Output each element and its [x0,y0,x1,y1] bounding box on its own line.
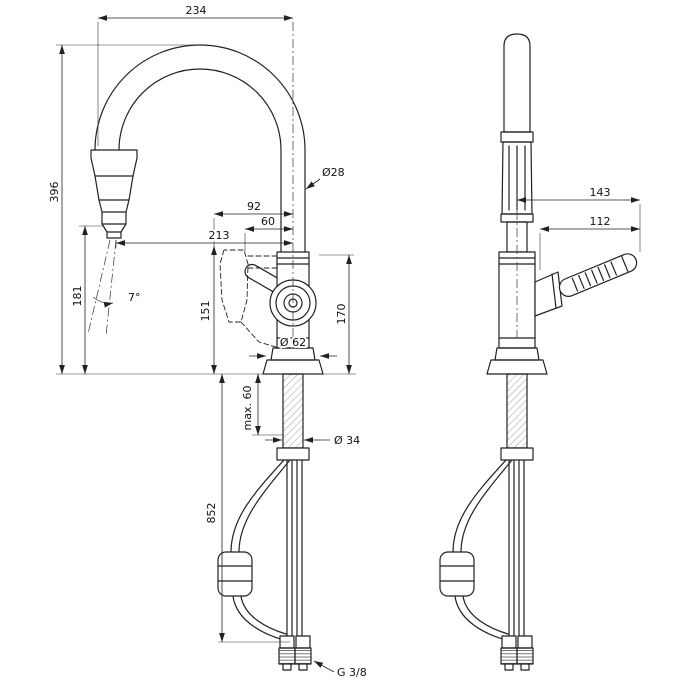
right-view-hoses [439,373,534,671]
right-view-faucet [486,33,638,375]
hose-weight [217,551,253,597]
base-plate [262,359,324,375]
spout-arc-inner [118,68,282,151]
left-view-faucet [90,44,324,375]
dim-body-height: 170 [335,304,348,325]
left-view-hoses [217,373,312,671]
centerlines [87,22,518,338]
mounting-shank [282,373,304,449]
spray-axis-line [87,239,111,335]
hose-connectors-right [500,635,534,671]
handle-lever [558,253,638,297]
extension-lines [56,22,641,643]
hose-connectors [278,635,312,671]
dim-spray-angle: 7° [128,291,141,304]
handle-boss [534,271,563,317]
dim-thread-size: G 3/8 [337,666,367,679]
base-plate-profile [486,359,548,375]
dim-hole-diameter: Ø 34 [334,434,360,447]
hose-weight-right [439,551,475,597]
dim-base-diameter: Ø 62 [280,336,306,349]
angle-arc [92,296,114,308]
dim-reach-213: 213 [209,229,230,242]
dim-docked-height: 151 [199,301,212,322]
dim-handle-depth: 112 [590,215,611,228]
spout-profile [503,33,531,133]
spout-arc-outer [94,44,306,151]
dimension-labels: 234 396 181 92 60 213 Ø28 170 151 7° Ø 6… [46,2,613,681]
dim-reach-60: 60 [261,215,275,228]
leader-28 [305,178,321,190]
dimension-lines [59,15,640,673]
dim-top-width: 234 [186,4,207,17]
leader-thread [313,660,335,673]
spray-angle-line [105,239,117,337]
dim-spray-height: 181 [71,286,84,307]
spray-head-alt-position [219,249,280,349]
dim-total-height: 396 [48,182,61,203]
dim-side-depth: 143 [590,186,611,199]
dim-hose-length: 852 [205,503,218,524]
dim-max-thickness: max. 60 [241,386,254,431]
spray-head [90,149,138,239]
mounting-nut [276,447,310,461]
dim-reach-92: 92 [247,200,261,213]
dim-pipe-diameter: Ø28 [322,166,345,179]
